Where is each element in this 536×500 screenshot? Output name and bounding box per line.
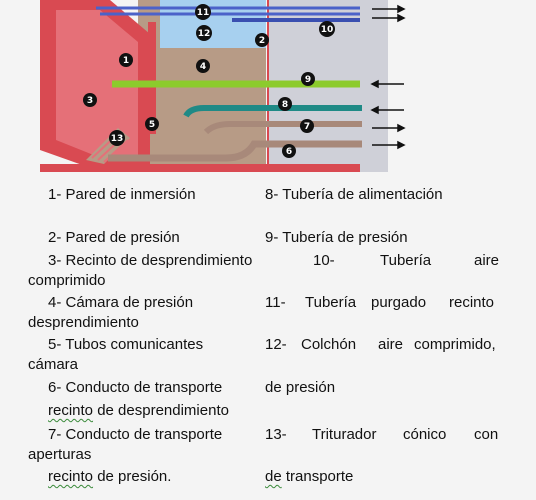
legend-item-13-cont-rest: transporte bbox=[285, 468, 354, 485]
legend-item-10-num: 10- bbox=[313, 252, 335, 269]
legend-item-3: 3- Recinto de desprendimiento bbox=[48, 252, 253, 269]
inner-funnel bbox=[56, 10, 138, 160]
svg-text:2: 2 bbox=[259, 36, 265, 46]
callout-4: 4 bbox=[196, 59, 210, 73]
svg-text:7: 7 bbox=[304, 122, 310, 132]
legend-item-7-cont2: recinto de presión. bbox=[48, 468, 171, 486]
legend-item-12-cont: de presión bbox=[265, 379, 336, 396]
legend-item-5-cont: cámara bbox=[28, 356, 79, 373]
svg-text:12: 12 bbox=[198, 29, 211, 39]
legend-item-7: 7- Conducto de transporte bbox=[48, 426, 223, 443]
svg-text:5: 5 bbox=[149, 120, 155, 130]
pipe-6 bbox=[108, 140, 362, 162]
legend-item-13-cont: de transporte bbox=[265, 468, 353, 486]
callout-3: 3 bbox=[83, 93, 97, 107]
legend-item-4: 4- Cámara de presión bbox=[48, 294, 194, 311]
legend-item-11-word2: purgado bbox=[371, 294, 427, 311]
svg-text:11: 11 bbox=[197, 8, 210, 18]
callout-7: 7 bbox=[300, 119, 314, 133]
legend-item-5: 5- Tubos comunicantes bbox=[48, 336, 204, 353]
legend-item-12-num: 12- bbox=[265, 336, 287, 353]
callout-5: 5 bbox=[145, 117, 159, 131]
legend-item-10-word2: aire bbox=[474, 252, 500, 269]
legend-item-13-word2: cónico bbox=[403, 426, 447, 443]
legend-item-7-cont: aperturas bbox=[28, 446, 92, 463]
pipe-7 bbox=[203, 121, 362, 135]
svg-text:8: 8 bbox=[282, 100, 288, 110]
svg-text:4: 4 bbox=[200, 62, 206, 72]
base-wall bbox=[40, 164, 360, 172]
callout-13: 13 bbox=[109, 130, 125, 146]
legend-item-9: 9- Tubería de presión bbox=[265, 229, 408, 246]
callout-1: 1 bbox=[119, 53, 133, 67]
pipe-8 bbox=[183, 105, 362, 118]
legend-item-6-cont-rest: de desprendimiento bbox=[97, 402, 229, 419]
callout-6: 6 bbox=[282, 144, 296, 158]
legend-item-13-word1: Triturador bbox=[312, 426, 377, 443]
legend-item-13-num: 13- bbox=[265, 426, 287, 443]
legend-item-1: 1- Pared de inmersión bbox=[48, 186, 196, 203]
legend-item-6-cont: recinto de desprendimiento bbox=[48, 402, 229, 420]
apparatus-diagram: 1 2 3 4 5 6 7 8 9 10 11 12 13 bbox=[40, 0, 406, 172]
callout-12: 12 bbox=[196, 25, 212, 41]
legend-item-12-word1: Colchón bbox=[301, 336, 357, 353]
callout-9: 9 bbox=[301, 72, 315, 86]
svg-text:1: 1 bbox=[123, 56, 129, 66]
callout-2: 2 bbox=[255, 33, 269, 47]
legend-item-10-word1: Tubería bbox=[380, 252, 432, 269]
immersion-wall bbox=[148, 22, 156, 134]
legend-item-11-word3: recinto bbox=[449, 294, 495, 311]
air-cushion bbox=[160, 0, 266, 48]
legend-item-8: 8- Tubería de alimentación bbox=[265, 186, 443, 203]
legend-item-2: 2- Pared de presión bbox=[48, 229, 180, 246]
svg-text:13: 13 bbox=[111, 134, 124, 144]
svg-text:6: 6 bbox=[286, 147, 292, 157]
flow-arrows bbox=[370, 4, 406, 150]
legend-item-13-word3: con bbox=[474, 426, 499, 443]
legend-item-3-cont: comprimido bbox=[28, 272, 106, 289]
callout-10: 10 bbox=[319, 21, 335, 37]
svg-text:9: 9 bbox=[305, 75, 311, 85]
callout-8: 8 bbox=[278, 97, 292, 111]
callout-11: 11 bbox=[195, 4, 211, 20]
legend-item-6: 6- Conducto de transporte bbox=[48, 379, 223, 396]
svg-text:10: 10 bbox=[321, 25, 334, 35]
legend-item-4-cont: desprendimiento bbox=[28, 314, 139, 331]
legend-item-13-cont-word1: de bbox=[265, 468, 282, 485]
legend-item-12-word3: comprimido, bbox=[414, 336, 496, 353]
legend-item-7-cont2-word1: recinto bbox=[48, 468, 94, 485]
legend-item-11-num: 11- bbox=[265, 294, 286, 311]
legend-item-7-cont2-rest: de presión. bbox=[97, 468, 172, 485]
legend-item-11-word1: Tubería bbox=[305, 294, 357, 311]
legend-item-6-cont-word1: recinto bbox=[48, 402, 94, 419]
svg-text:3: 3 bbox=[87, 96, 93, 106]
legend-item-12-word2: aire bbox=[378, 336, 404, 353]
